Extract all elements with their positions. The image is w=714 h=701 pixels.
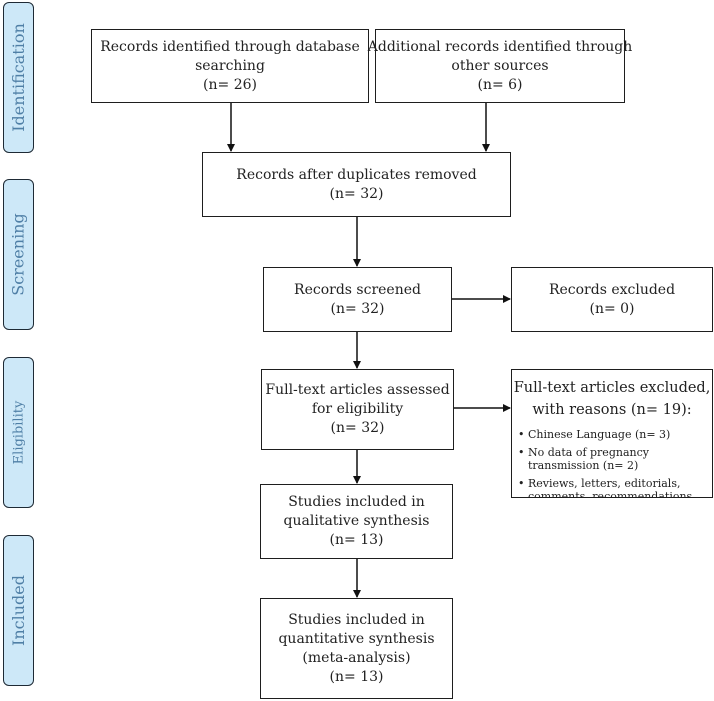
box-database-records-line1: Records identified through database bbox=[100, 38, 360, 55]
box-after-duplicates-line1: Records after duplicates removed bbox=[236, 166, 477, 183]
box-fulltext-assessed-line1: Full-text articles assessed bbox=[265, 382, 450, 398]
box-database-records: Records identified through database sear… bbox=[91, 29, 369, 103]
box-qualitative-synthesis-line1: Studies included in bbox=[288, 494, 425, 510]
box-after-duplicates: Records after duplicates removed (n= 32) bbox=[202, 152, 511, 217]
box-records-screened-line1: Records screened bbox=[294, 281, 421, 298]
box-database-records-line2: searching bbox=[195, 57, 265, 74]
box-other-records-line2: other sources bbox=[451, 57, 549, 74]
box-quantitative-synthesis-line2: quantitative synthesis bbox=[278, 630, 435, 647]
box-after-duplicates-count: (n= 32) bbox=[329, 185, 384, 202]
box-qualitative-synthesis-count: (n= 13) bbox=[329, 532, 384, 548]
box-records-screened: Records screened (n= 32) bbox=[263, 267, 452, 332]
exclusion-reason: Chinese Language (n= 3) bbox=[518, 428, 706, 441]
exclusion-reasons-list: Chinese Language (n= 3) No data of pregn… bbox=[518, 428, 706, 497]
box-quantitative-synthesis-line3: (meta-analysis) bbox=[302, 649, 411, 666]
box-qualitative-synthesis: Studies included in qualitative synthesi… bbox=[260, 484, 453, 559]
box-other-records: Additional records identified through ot… bbox=[368, 29, 632, 103]
exclusion-reason: No data of pregnancy transmission (n= 2) bbox=[518, 446, 706, 472]
box-records-excluded-line1: Records excluded bbox=[548, 281, 676, 298]
stage-eligibility: Eligibility bbox=[3, 357, 34, 508]
stage-identification: Identification bbox=[3, 2, 34, 153]
box-fulltext-assessed-line2: for eligibility bbox=[311, 401, 404, 417]
box-other-records-line1: Additional records identified through bbox=[367, 38, 633, 55]
box-records-excluded: Records excluded (n= 0) bbox=[511, 267, 713, 332]
box-other-records-count: (n= 6) bbox=[477, 76, 523, 93]
box-fulltext-excluded: Full-text articles excluded, with reason… bbox=[511, 369, 713, 498]
box-fulltext-excluded-line1: Full-text articles excluded, bbox=[513, 380, 711, 396]
box-fulltext-assessed-count: (n= 32) bbox=[330, 420, 385, 436]
box-records-screened-count: (n= 32) bbox=[330, 300, 385, 317]
box-fulltext-assessed: Full-text articles assessed for eligibil… bbox=[261, 369, 454, 450]
stage-included: Included bbox=[3, 535, 34, 686]
stage-screening: Screening bbox=[3, 179, 34, 330]
box-database-records-count: (n= 26) bbox=[203, 76, 257, 93]
box-quantitative-synthesis-line1: Studies included in bbox=[288, 611, 425, 628]
exclusion-reason: Reviews, letters, editorials, comments, … bbox=[518, 477, 706, 497]
box-fulltext-excluded-line2: with reasons (n= 19): bbox=[532, 402, 692, 418]
box-records-excluded-count: (n= 0) bbox=[589, 300, 635, 317]
box-quantitative-synthesis-count: (n= 13) bbox=[329, 668, 384, 685]
box-qualitative-synthesis-line2: qualitative synthesis bbox=[283, 513, 430, 529]
box-quantitative-synthesis: Studies included in quantitative synthes… bbox=[260, 598, 453, 699]
